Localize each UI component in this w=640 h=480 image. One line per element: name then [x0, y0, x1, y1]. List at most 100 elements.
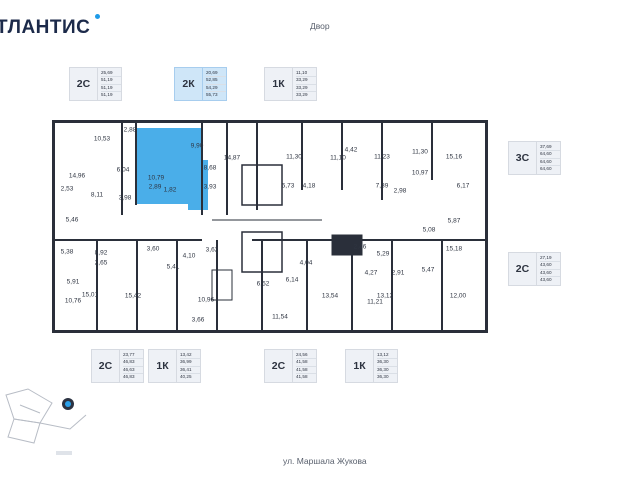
room-area: 5,41: [166, 263, 180, 271]
compass-icon: [62, 398, 74, 410]
room-area: 8,11: [90, 191, 104, 199]
room-area: 5,38: [60, 248, 74, 256]
apartment-areas: 24,56 41,58 41,58 41,58: [293, 350, 316, 382]
plan-walls: [52, 120, 488, 333]
apartment-card-2k-top[interactable]: 2К 20,69 52,85 54,29 55,73: [174, 67, 227, 101]
room-area: 3,66: [191, 316, 205, 324]
area-value: 43,60: [540, 270, 560, 277]
room-area: 5,91: [66, 278, 80, 286]
apartment-card-2c-right[interactable]: 2С 27,19 43,60 43,60 43,60: [508, 252, 561, 286]
room-area: 11,10: [330, 154, 346, 162]
room-area: 11,23: [374, 153, 390, 161]
brand-logo-dot: [95, 14, 100, 19]
site-minimap: [5, 388, 87, 455]
area-value: 46,83: [123, 373, 135, 379]
apartment-card-2c-top[interactable]: 2С 25,69 51,19 51,19 51,19: [69, 67, 122, 101]
room-area: 8,92: [94, 249, 108, 257]
area-value: 41,58: [296, 359, 316, 367]
apartment-type: 3С: [509, 142, 537, 174]
room-area: 3,93: [203, 183, 217, 191]
apartment-type: 1К: [265, 68, 293, 100]
apartment-type: 2С: [265, 350, 293, 382]
apartment-card-2c-bottom[interactable]: 2С 24,56 41,58 41,58 41,58: [264, 349, 317, 383]
room-area: 3,62: [205, 246, 219, 254]
area-value: 54,29: [206, 85, 226, 92]
apartment-type: 2К: [175, 68, 203, 100]
room-area: 6,17: [456, 182, 470, 190]
room-area: 2,89: [148, 183, 162, 191]
room-area: 6,14: [285, 276, 299, 284]
area-value: 51,19: [101, 85, 121, 92]
area-value: 51,19: [101, 77, 121, 85]
area-value: 41,58: [296, 367, 316, 374]
apartment-card-1k-bottom-left[interactable]: 1К 13,42 36,99 36,41 40,25: [148, 349, 201, 383]
area-value: 41,58: [296, 373, 308, 379]
area-value: 43,60: [540, 276, 552, 282]
apartment-card-1k-top[interactable]: 1К 11,10 33,29 33,29 33,29: [264, 67, 317, 101]
room-area: 11,30: [412, 148, 428, 156]
room-area: 15,16: [445, 153, 463, 161]
room-area: 10,96: [197, 296, 215, 304]
apartment-areas: 20,69 52,85 54,29 55,73: [203, 68, 226, 100]
floor-plan-drawing: [52, 120, 488, 333]
room-area: 3,60: [146, 245, 160, 253]
room-area: 5,47: [421, 266, 435, 274]
apartment-card-3c-right[interactable]: 3С 37,69 64,60 64,60 64,60: [508, 141, 561, 175]
area-value: 25,69: [101, 70, 121, 78]
room-area: 14,87: [223, 154, 241, 162]
area-value: 33,29: [296, 85, 316, 92]
area-value: 36,30: [377, 373, 389, 379]
area-value: 13,12: [377, 352, 397, 360]
room-area: 2,53: [60, 185, 74, 193]
area-value: 33,29: [296, 91, 308, 97]
apartment-areas: 13,12 36,30 36,30 36,30: [374, 350, 397, 382]
apartment-card-2c-bottom-left[interactable]: 2С 23,77 46,83 46,63 46,83: [91, 349, 144, 383]
area-value: 20,69: [206, 70, 226, 78]
apartment-type: 1К: [149, 350, 177, 382]
area-value: 36,30: [377, 359, 397, 367]
area-value: 46,83: [123, 359, 143, 367]
apartment-card-1k-bottom-right[interactable]: 1К 13,12 36,30 36,30 36,30: [345, 349, 398, 383]
apartment-areas: 27,19 43,60 43,60 43,60: [537, 253, 560, 285]
room-area: 7,39: [375, 182, 389, 190]
room-area: 5,46: [65, 216, 79, 224]
room-area: 3,98: [118, 194, 132, 202]
area-value: 64,60: [540, 151, 560, 159]
area-value: 46,63: [123, 367, 143, 374]
apartment-areas: 13,42 36,99 36,41 40,25: [177, 350, 200, 382]
apartment-type: 1К: [346, 350, 374, 382]
apartment-areas: 37,69 64,60 64,60 64,60: [537, 142, 560, 174]
room-area: 2,65: [94, 259, 108, 267]
area-value: 24,56: [296, 352, 316, 360]
street-caption: ул. Маршала Жукова: [283, 456, 367, 466]
area-value: 23,77: [123, 352, 143, 360]
room-area: 4,04: [299, 259, 313, 267]
apartment-areas: 23,77 46,83 46,63 46,83: [120, 350, 143, 382]
room-area: 10,79: [147, 174, 165, 182]
room-area: 8,68: [203, 164, 217, 172]
area-value: 37,69: [540, 144, 560, 152]
room-area: 4,10: [182, 252, 196, 260]
area-value: 51,19: [101, 91, 113, 97]
area-value: 55,73: [206, 91, 218, 97]
courtyard-caption: Двор: [310, 21, 330, 31]
apartment-type: 2С: [92, 350, 120, 382]
room-area: 12,00: [449, 292, 467, 300]
room-area: 10,76: [64, 297, 82, 305]
area-value: 43,60: [540, 262, 560, 270]
area-value: 40,25: [180, 373, 192, 379]
area-value: 27,19: [540, 255, 560, 263]
area-value: 11,10: [296, 70, 316, 78]
room-area: 4,42: [344, 146, 358, 154]
area-value: 36,30: [377, 367, 397, 374]
room-area: 2,88: [123, 126, 137, 134]
room-area: 9,90: [190, 142, 204, 150]
area-value: 64,60: [540, 159, 560, 166]
room-area: 10,53: [93, 135, 111, 143]
room-area: 5,29: [376, 250, 390, 258]
area-value: 13,42: [180, 352, 200, 360]
room-area: 6,52: [256, 280, 270, 288]
apartment-type: 2С: [70, 68, 98, 100]
room-area: 13,54: [321, 292, 339, 300]
room-area: 4,18: [302, 182, 316, 190]
